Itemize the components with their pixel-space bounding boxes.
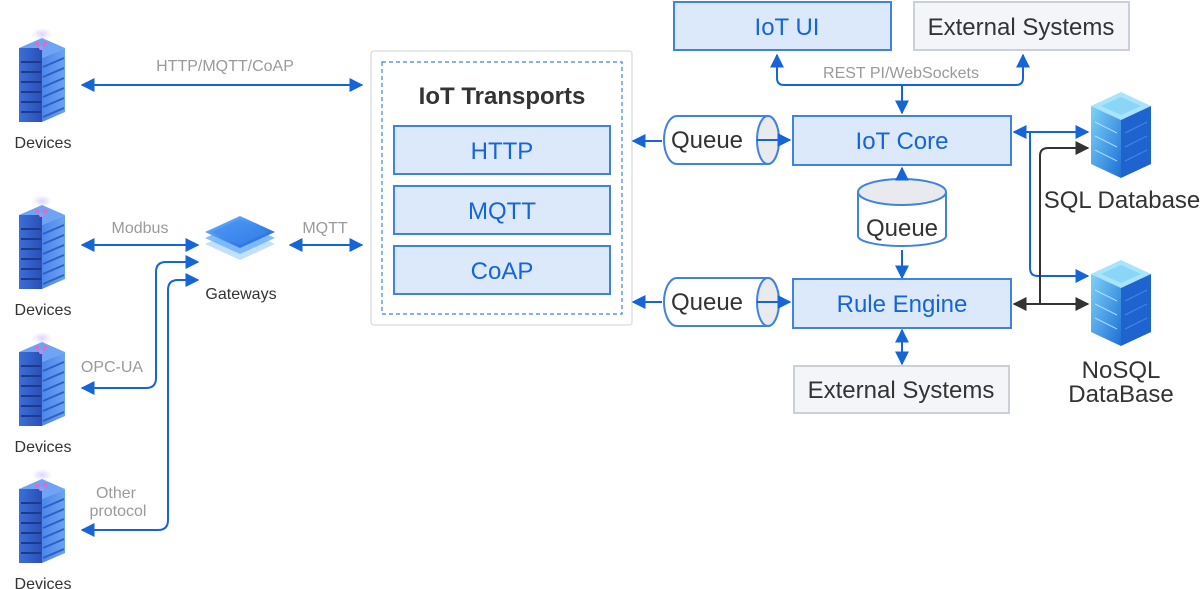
devices-label: Devices: [15, 576, 72, 589]
gateways-label: Gateways: [205, 286, 276, 303]
nosql-database: NoSQL DataBase: [1068, 259, 1174, 408]
devices-label: Devices: [15, 135, 72, 152]
transport-http: HTTP: [393, 125, 611, 175]
devices-label: Devices: [15, 439, 72, 456]
device-connectors: [80, 78, 364, 537]
iot-transports-panel: IoT Transports HTTP MQTT CoAP: [370, 50, 633, 326]
gateway-icon: [205, 216, 275, 260]
iot-ui-box: IoT UI: [673, 1, 892, 51]
device-server-1: Devices: [15, 27, 72, 152]
external-systems-top: External Systems: [913, 1, 1130, 51]
http-mqtt-coap-label: HTTP/MQTT/CoAP: [156, 58, 294, 75]
queue-middle: Queue: [857, 178, 947, 247]
iot-ui-label: IoT UI: [755, 14, 820, 41]
queue-connectors: [631, 53, 1030, 366]
modbus-label: Modbus: [112, 220, 169, 237]
queue-label: Queue: [866, 215, 938, 242]
sql-database: SQL Database: [1044, 91, 1201, 214]
external-systems-label: External Systems: [808, 377, 995, 404]
other-protocol-label-line1: Other: [96, 485, 137, 502]
device-server-4: Devices: [15, 468, 72, 589]
device-server-3: Devices: [15, 331, 72, 456]
devices-label: Devices: [15, 302, 72, 319]
database-connectors: [1012, 125, 1090, 311]
external-systems-bottom: External Systems: [793, 365, 1010, 414]
server-icon: [18, 27, 66, 123]
opcua-label: OPC-UA: [81, 359, 144, 376]
nosql-database-label-line1: NoSQL: [1082, 357, 1161, 384]
database-icon: [1090, 91, 1152, 179]
transport-coap: CoAP: [393, 245, 611, 295]
server-icon: [18, 331, 66, 427]
queue-top: Queue: [663, 114, 780, 166]
gateway: Gateways: [205, 216, 277, 303]
external-systems-label: External Systems: [928, 14, 1115, 41]
transport-mqtt-label: MQTT: [468, 198, 536, 225]
transport-mqtt: MQTT: [393, 185, 611, 235]
other-protocol-arrow: [80, 273, 200, 537]
mqtt-label: MQTT: [302, 220, 348, 237]
queue-bottom: Queue: [663, 276, 780, 328]
queue-label: Queue: [671, 289, 743, 316]
iot-transports-title: IoT Transports: [419, 83, 586, 110]
iot-core-label: IoT Core: [856, 128, 949, 155]
nosql-database-label-line2: DataBase: [1068, 381, 1173, 408]
sql-database-label: SQL Database: [1044, 187, 1201, 214]
server-icon: [18, 194, 66, 290]
rule-engine-label: Rule Engine: [837, 291, 968, 318]
other-protocol-label-line2: protocol: [90, 503, 147, 520]
transport-coap-label: CoAP: [471, 258, 534, 285]
server-icon: [18, 468, 66, 564]
queue-label: Queue: [671, 127, 743, 154]
database-icon: [1090, 259, 1152, 347]
transport-http-label: HTTP: [471, 138, 534, 165]
rest-websockets-label: REST PI/WebSockets: [823, 65, 979, 82]
rule-engine-box: Rule Engine: [792, 278, 1012, 329]
iot-core-box: IoT Core: [792, 115, 1012, 166]
device-server-2: Devices: [15, 194, 72, 319]
